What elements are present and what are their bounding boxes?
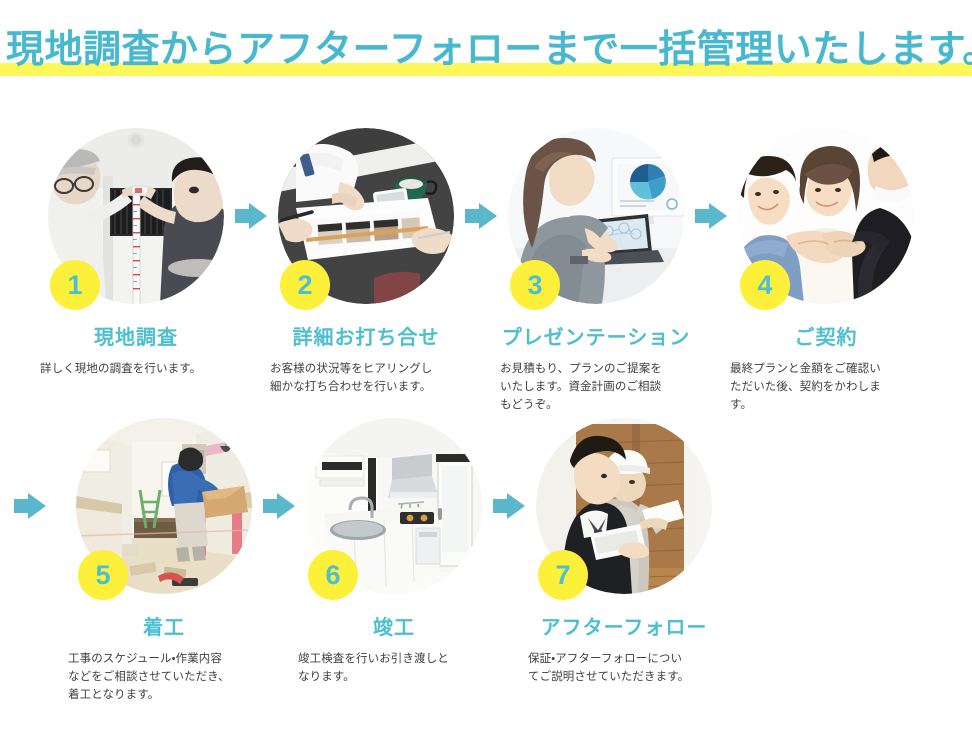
step-number-badge-5: 5 — [78, 550, 128, 600]
step-title-3: プレゼンテーション — [501, 327, 691, 349]
step-card-1: 1 現地調査 詳しく現地の調査を行います。 — [38, 128, 234, 379]
step-photo-container-5: 5 — [76, 418, 252, 600]
page-title-text: 現地調査からアフターフォローまで一括管理いたします。 — [6, 29, 972, 71]
arrow-5-to-6 — [262, 418, 296, 594]
arrow-right-icon — [235, 203, 267, 229]
step-photo-2 — [278, 128, 454, 304]
step-description-5: 工事のスケジュール・作業内容 などをご相談させていただき、 着工となります。 — [68, 653, 230, 701]
step-number-badge-7: 7 — [538, 550, 588, 600]
step-photo-container-4: 4 — [738, 128, 914, 310]
arrow-right-icon — [465, 203, 497, 229]
step-card-6: 6 竣工 竣工検査を行いお引き渡しと なります。 — [296, 418, 492, 687]
step-description-1: 詳しく現地の調査を行います。 — [40, 363, 202, 375]
step-title-7: アフターフォロー — [540, 617, 708, 639]
arrow-2-to-3 — [464, 128, 498, 304]
arrow-3-to-4 — [694, 128, 728, 304]
steps-row-1: 1 現地調査 詳しく現地の調査を行います。 — [0, 128, 972, 414]
step-description-6: 竣工検査を行いお引き渡しと なります。 — [298, 653, 449, 683]
step-photo-3 — [508, 128, 684, 304]
arrow-right-icon — [14, 493, 46, 519]
title-highlight-bar — [0, 62, 972, 76]
step-description-4: 最終プランと金額をご確認い ただいた後、契約をかわしま す。 — [730, 363, 881, 411]
step-title-6: 竣工 — [373, 617, 415, 639]
step-number-badge-2: 2 — [280, 260, 330, 310]
step-photo-container-7: 7 — [536, 418, 712, 600]
step-card-2: 2 詳細お打ち合せ お客様の状況等をヒアリングし 細かな打ち合わせを行います。 — [268, 128, 464, 397]
step-description-3: お見積もり、プランのご提案を いたします。資金計画のご相談 もどうぞ。 — [500, 363, 662, 411]
step-number-badge-4: 4 — [740, 260, 790, 310]
step-card-4: 4 ご契約 最終プランと金額をご確認い ただいた後、契約をかわしま す。 — [728, 128, 924, 414]
step-card-5: 5 着工 工事のスケジュール・作業内容 などをご相談させていただき、 着工となり… — [66, 418, 262, 704]
step-title-1: 現地調査 — [94, 327, 178, 349]
step-card-7: 7 アフターフォロー 保証・アフターフォローについ てご説明させていただきます。 — [526, 418, 722, 687]
step-description-2: お客様の状況等をヒアリングし 細かな打ち合わせを行います。 — [270, 363, 433, 393]
arrow-right-icon — [263, 493, 295, 519]
step-title-2: 詳細お打ち合せ — [292, 327, 440, 349]
step-number-badge-3: 3 — [510, 260, 560, 310]
step-photo-container-3: 3 — [508, 128, 684, 310]
step-title-4: ご契約 — [794, 327, 858, 349]
step-number-badge-1: 1 — [50, 260, 100, 310]
page-title: 現地調査からアフターフォローまで一括管理いたします。 — [0, 28, 972, 78]
steps-row-2: 5 着工 工事のスケジュール・作業内容 などをご相談させていただき、 着工となり… — [0, 418, 972, 704]
arrow-6-to-7 — [492, 418, 526, 594]
arrow-right-icon — [493, 493, 525, 519]
arrow-1-to-2 — [234, 128, 268, 304]
step-number-badge-6: 6 — [308, 550, 358, 600]
arrow-right-icon — [695, 203, 727, 229]
step-card-3: 3 プレゼンテーション お見積もり、プランのご提案を いたします。資金計画のご相… — [498, 128, 694, 414]
step-description-7: 保証・アフターフォローについ てご説明させていただきます。 — [528, 653, 690, 683]
step-title-5: 着工 — [143, 617, 185, 639]
step-photo-container-2: 2 — [278, 128, 454, 310]
arrow-4-to-5 — [0, 418, 60, 594]
step-photo-container-6: 6 — [306, 418, 482, 600]
step-photo-container-1: 1 — [48, 128, 224, 310]
